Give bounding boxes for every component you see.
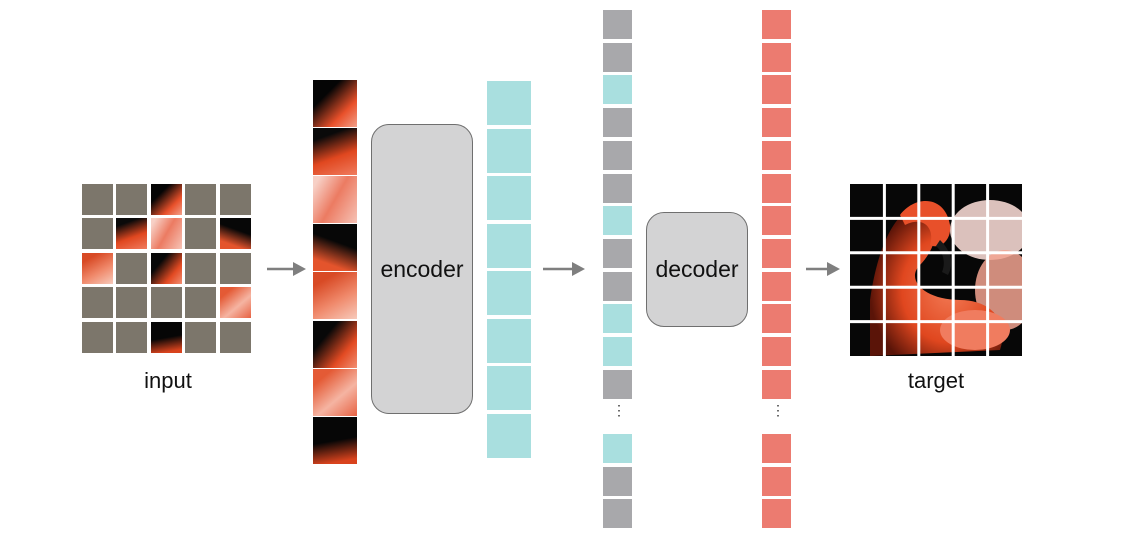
encoded-token — [487, 319, 531, 363]
decoded-token — [762, 75, 791, 104]
decoded-token — [762, 239, 791, 268]
input-masked-patch — [151, 287, 182, 318]
decoded-token — [762, 174, 791, 203]
encoded-token — [603, 434, 632, 463]
input-masked-patch — [220, 184, 251, 215]
decoded-token — [762, 141, 791, 170]
input-visible-patch — [220, 218, 251, 249]
input-masked-patch — [116, 184, 147, 215]
encoder-label: encoder — [380, 255, 464, 282]
arrow-input-to-patches — [267, 262, 306, 276]
mask-token — [603, 272, 632, 301]
input-masked-patch — [185, 253, 216, 284]
decoded-token — [762, 499, 791, 528]
mask-token — [603, 370, 632, 399]
mask-token — [603, 10, 632, 39]
input-visible-patch — [151, 184, 182, 215]
decoded-token — [762, 108, 791, 137]
decoder-output-ellipsis: ⋮ — [771, 402, 785, 418]
decoder-block: decoder — [646, 212, 748, 327]
encoded-token — [603, 206, 632, 235]
input-masked-patch — [82, 322, 113, 353]
input-visible-patch — [151, 322, 182, 353]
decoded-token — [762, 206, 791, 235]
input-visible-patch — [82, 253, 113, 284]
mask-token — [603, 239, 632, 268]
mask-token — [603, 108, 632, 137]
input-visible-patch — [116, 218, 147, 249]
decoded-token — [762, 434, 791, 463]
visible-patch — [313, 321, 357, 368]
decoder-label: decoder — [655, 256, 739, 282]
decoded-token — [762, 337, 791, 366]
input-masked-patch — [116, 253, 147, 284]
visible-patch — [313, 128, 357, 175]
input-masked-patch — [185, 184, 216, 215]
input-visible-patch — [220, 287, 251, 318]
visible-patch — [313, 417, 357, 464]
mask-token — [603, 43, 632, 72]
input-masked-patch — [82, 287, 113, 318]
visible-patch — [313, 272, 357, 319]
input-masked-patch — [185, 322, 216, 353]
decoded-token — [762, 43, 791, 72]
encoded-token — [487, 271, 531, 315]
decoded-token — [762, 467, 791, 496]
decoded-token — [762, 304, 791, 333]
mask-token — [603, 499, 632, 528]
decoded-token — [762, 370, 791, 399]
encoded-token — [487, 224, 531, 268]
encoded-token — [487, 129, 531, 173]
input-masked-patch — [185, 218, 216, 249]
mask-token — [603, 174, 632, 203]
target-label: target — [907, 368, 965, 393]
target-grid-lines — [850, 184, 1022, 356]
decoded-token — [762, 272, 791, 301]
input-masked-patch — [185, 287, 216, 318]
input-visible-patch — [151, 218, 182, 249]
encoded-token — [487, 81, 531, 125]
input-masked-patch — [220, 253, 251, 284]
visible-patch — [313, 369, 357, 416]
input-masked-patch — [82, 184, 113, 215]
encoded-token — [603, 304, 632, 333]
mask-token — [603, 467, 632, 496]
input-label: input — [144, 368, 192, 393]
visible-patch — [313, 176, 357, 223]
arrow-encoder-to-decoder — [543, 262, 585, 276]
input-masked-patch — [116, 287, 147, 318]
encoder-block: encoder — [371, 124, 473, 414]
visible-patch — [313, 80, 357, 127]
encoded-token — [487, 366, 531, 410]
decoded-token — [762, 10, 791, 39]
input-masked-patch — [220, 322, 251, 353]
input-masked-patch — [116, 322, 147, 353]
encoded-token — [487, 414, 531, 458]
input-masked-patch — [82, 218, 113, 249]
encoded-token — [603, 337, 632, 366]
mask-token — [603, 141, 632, 170]
input-visible-patch — [151, 253, 182, 284]
encoded-token — [487, 176, 531, 220]
encoded-token — [603, 75, 632, 104]
visible-patch — [313, 224, 357, 271]
decoder-input-ellipsis: ⋮ — [612, 402, 626, 418]
target-image — [850, 184, 1022, 356]
arrow-decoder-to-target — [806, 262, 840, 276]
